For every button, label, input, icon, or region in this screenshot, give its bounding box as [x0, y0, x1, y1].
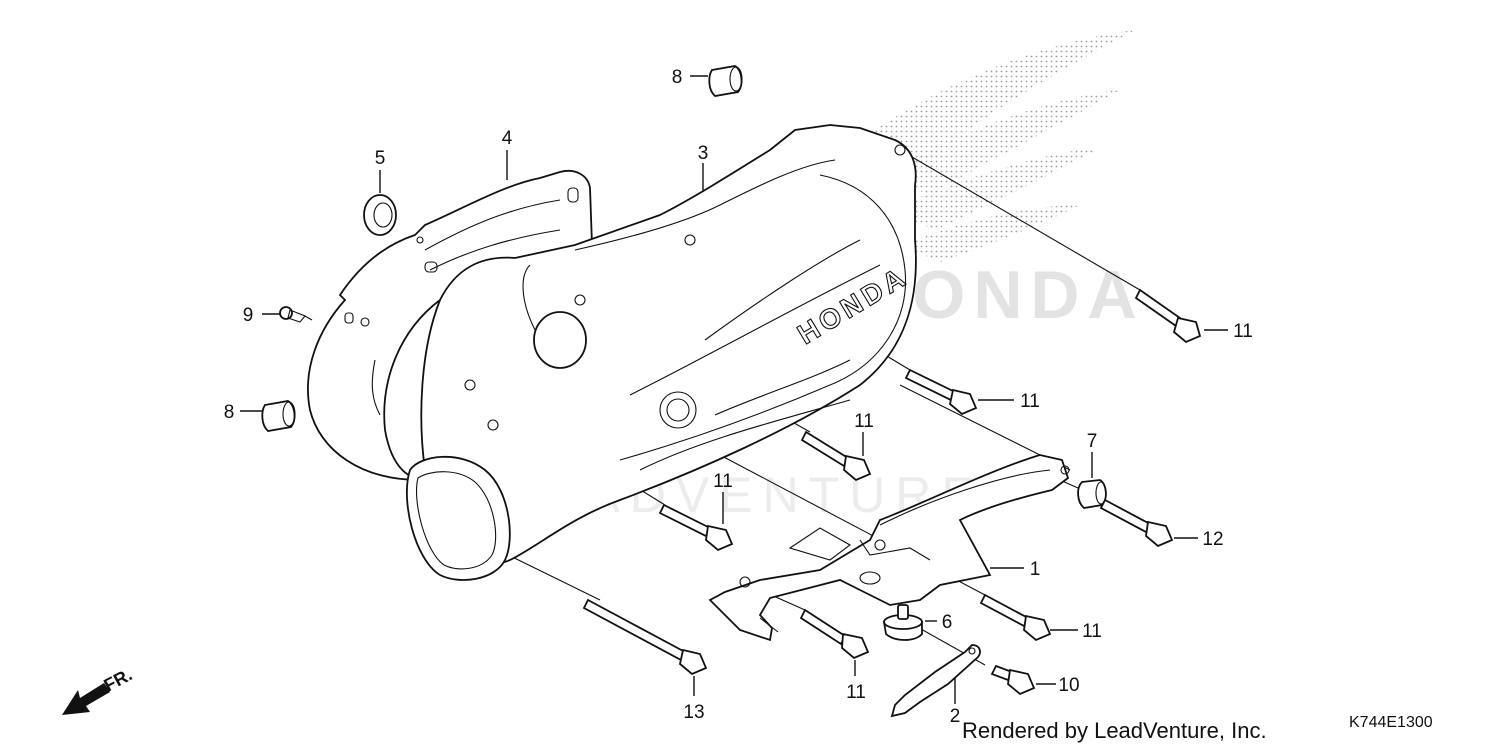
flange-bolt-11d[interactable] — [658, 503, 734, 552]
flange-bolt-11f[interactable] — [799, 608, 870, 660]
mounting-bracket[interactable] — [708, 454, 1070, 642]
collar[interactable] — [1077, 479, 1107, 509]
callout-12: 12 — [1202, 529, 1223, 550]
callout-8-lower: 8 — [224, 402, 235, 423]
callout-leaders — [240, 75, 1228, 704]
flange-bolt-12[interactable] — [1099, 498, 1174, 548]
callout-8-upper: 8 — [672, 67, 683, 88]
render-credit: Rendered by LeadVenture, Inc. — [962, 718, 1267, 743]
callout-labels: 8 5 4 3 9 8 11 11 11 7 11 12 1 6 11 11 1… — [224, 67, 1253, 727]
left-crankcase-cover[interactable] — [420, 124, 917, 566]
front-arrow-icon — [62, 683, 110, 715]
callout-11-bottom: 11 — [846, 682, 866, 703]
callout-9: 9 — [243, 305, 254, 326]
oil-seal[interactable] — [363, 194, 397, 236]
diagram-code: K744E1300 — [1349, 714, 1433, 731]
callout-10: 10 — [1058, 675, 1079, 696]
callout-13: 13 — [683, 702, 704, 723]
intake-duct[interactable] — [406, 455, 511, 581]
rubber-mount[interactable] — [882, 604, 923, 641]
flange-bolt-11c[interactable] — [800, 430, 872, 482]
long-flange-bolt-13[interactable] — [582, 598, 708, 676]
front-direction-marker: FR. — [62, 664, 135, 715]
callout-6: 6 — [942, 612, 953, 633]
flange-bolt-11b[interactable] — [904, 368, 978, 416]
callout-11-top-right: 11 — [1233, 321, 1253, 342]
callout-3: 3 — [698, 143, 709, 164]
callout-1: 1 — [1030, 559, 1041, 580]
callout-5: 5 — [375, 148, 386, 169]
callout-7: 7 — [1087, 431, 1098, 452]
dowel-pin-upper[interactable] — [708, 65, 743, 97]
dowel-pin-lower[interactable] — [261, 400, 296, 432]
flange-bolt-11e[interactable] — [979, 593, 1052, 642]
flange-bolt-11a[interactable] — [1134, 288, 1202, 344]
callout-11-lower-right: 11 — [1082, 621, 1102, 642]
flange-bolt-10[interactable] — [990, 664, 1036, 696]
callout-11-left: 11 — [713, 471, 733, 492]
stay-bracket[interactable] — [890, 644, 981, 718]
callout-11-center: 11 — [854, 411, 874, 432]
callout-11-right: 11 — [1020, 391, 1040, 412]
callout-2: 2 — [950, 706, 961, 727]
tapping-screw[interactable] — [279, 306, 313, 323]
callout-4: 4 — [502, 128, 513, 149]
